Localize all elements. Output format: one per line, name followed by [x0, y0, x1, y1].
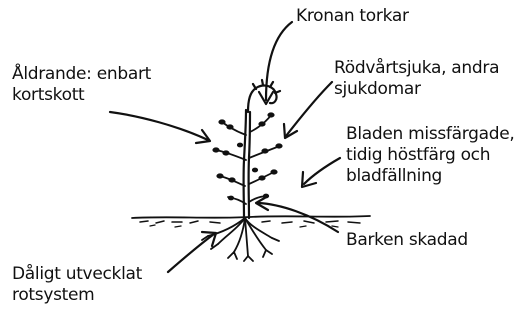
- label-aging: Åldrande: enbart kortskott: [12, 64, 151, 106]
- arrow-roots: [168, 232, 216, 272]
- label-roots: Dåligt utvecklat rotsystem: [12, 264, 142, 306]
- arrow-bark: [256, 196, 338, 232]
- arrow-disease: [284, 82, 332, 138]
- arrow-leaves: [302, 158, 340, 187]
- dry-crown: [248, 80, 280, 112]
- label-leaves-discolored: Bladen missfärgade, tidig höstfärg och b…: [346, 124, 514, 187]
- label-crown-drying: Kronan torkar: [296, 6, 409, 27]
- label-bark-damaged: Barken skadad: [346, 230, 468, 251]
- arrow-aging: [110, 112, 210, 143]
- label-disease: Rödvårtsjuka, andra sjukdomar: [334, 58, 499, 100]
- leaves: [213, 113, 282, 200]
